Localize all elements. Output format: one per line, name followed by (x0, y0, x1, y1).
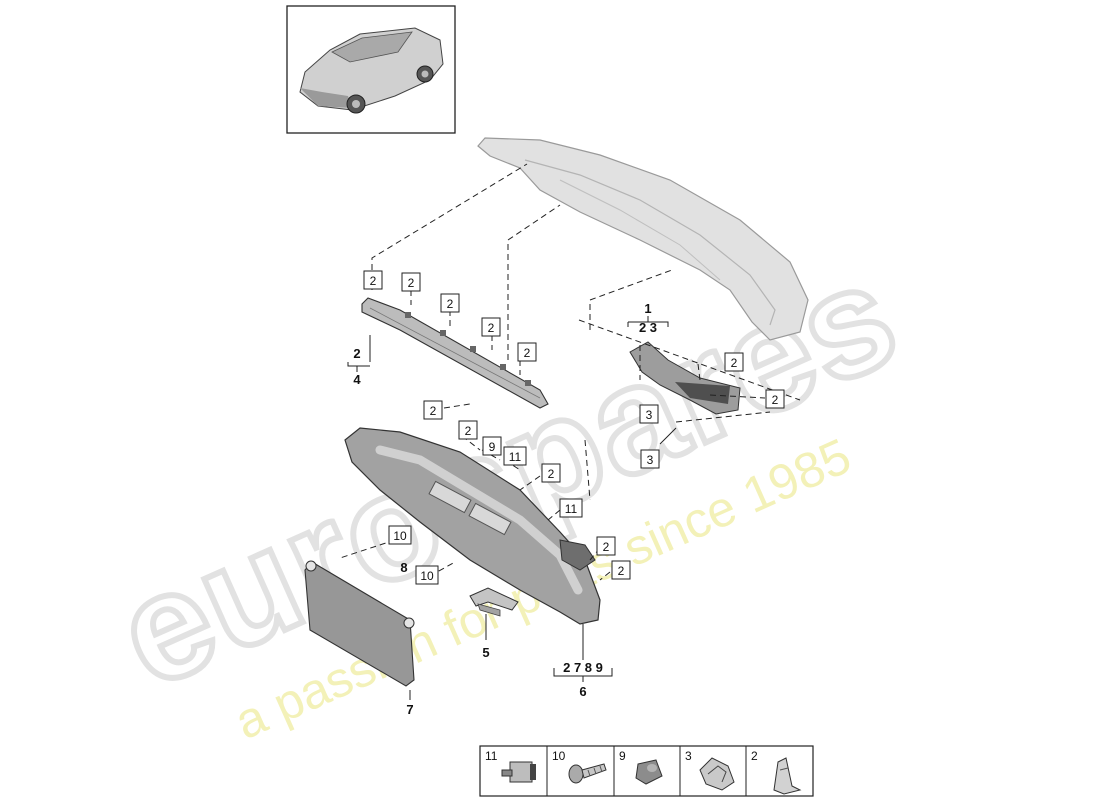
svg-text:2: 2 (731, 356, 738, 370)
svg-text:2: 2 (447, 297, 454, 311)
callout-2: 2 (363, 270, 383, 290)
svg-text:2: 2 (548, 467, 555, 481)
callout-boxes: 2 2 2 2 2 2 2 2 2 2 2 2 3 3 9 11 11 10 1… (363, 270, 785, 585)
group-label-1: 1 2 3 (627, 301, 669, 335)
screw-icon (568, 763, 607, 784)
callout-11: 11 (559, 498, 583, 518)
svg-text:2: 2 (772, 393, 779, 407)
group-label-6: 2 7 8 9 6 (553, 660, 613, 699)
legend-item-2: 2 (751, 749, 802, 795)
svg-text:11: 11 (485, 749, 498, 763)
grommet-icon (635, 759, 663, 785)
plastic-clip-icon (773, 757, 802, 795)
lower-trim-panel (344, 427, 601, 625)
svg-text:2: 2 (618, 564, 625, 578)
right-trim-bracket (629, 341, 741, 415)
solid-leaders (369, 335, 677, 700)
callout-3: 3 (640, 449, 660, 469)
callout-2: 2 (401, 272, 421, 292)
svg-text:10: 10 (420, 569, 434, 583)
svg-text:2 3: 2 3 (639, 320, 657, 335)
svg-text:2: 2 (603, 540, 610, 554)
svg-text:2: 2 (488, 321, 495, 335)
svg-text:3: 3 (646, 408, 653, 422)
bracket-part-5 (469, 587, 519, 617)
legend-item-11: 11 (485, 749, 536, 783)
callout-3: 3 (639, 404, 659, 424)
callout-2: 2 (724, 352, 744, 372)
clip-nut-icon (501, 761, 536, 783)
legend-item-3: 3 (685, 749, 735, 791)
cover-panel (304, 560, 415, 687)
callout-2: 2 (481, 317, 501, 337)
callout-2: 2 (541, 463, 561, 483)
legend-item-10: 10 (552, 749, 607, 784)
callout-10: 10 (388, 525, 412, 545)
svg-text:10: 10 (393, 529, 407, 543)
part-label-5: 5 (482, 645, 489, 660)
tailgate-panel (477, 137, 809, 341)
svg-text:11: 11 (509, 450, 522, 464)
group-label-4: 2 4 (347, 346, 370, 387)
svg-text:6: 6 (579, 684, 586, 699)
svg-text:9: 9 (619, 749, 626, 763)
spring-clip-icon (699, 757, 735, 791)
svg-text:3: 3 (685, 749, 692, 763)
svg-text:11: 11 (565, 502, 578, 516)
svg-text:2 7 8 9: 2 7 8 9 (563, 660, 603, 675)
svg-text:2: 2 (353, 346, 360, 361)
upper-trim-strip (361, 297, 549, 409)
vehicle-thumbnail (286, 5, 456, 134)
callout-9: 9 (482, 436, 502, 456)
svg-text:4: 4 (353, 372, 361, 387)
callout-11: 11 (503, 446, 527, 466)
part-label-8: 8 (400, 560, 407, 575)
callout-2: 2 (517, 342, 537, 362)
svg-text:2: 2 (465, 424, 472, 438)
svg-text:2: 2 (524, 346, 531, 360)
callout-2: 2 (611, 560, 631, 580)
svg-text:2: 2 (430, 404, 437, 418)
svg-text:1: 1 (644, 301, 651, 316)
callout-2: 2 (440, 293, 460, 313)
svg-text:9: 9 (489, 440, 496, 454)
svg-text:3: 3 (647, 453, 654, 467)
callout-10: 10 (415, 565, 439, 585)
svg-text:2: 2 (408, 276, 415, 290)
svg-text:2: 2 (370, 274, 377, 288)
fastener-legend: 11 10 9 3 (479, 745, 814, 797)
callout-2: 2 (458, 420, 478, 440)
legend-item-9: 9 (619, 749, 663, 785)
callout-2: 2 (423, 400, 443, 420)
svg-text:10: 10 (552, 749, 566, 763)
svg-text:2: 2 (751, 749, 758, 763)
callout-2: 2 (596, 536, 616, 556)
part-label-7: 7 (406, 702, 413, 717)
callout-2: 2 (765, 389, 785, 409)
